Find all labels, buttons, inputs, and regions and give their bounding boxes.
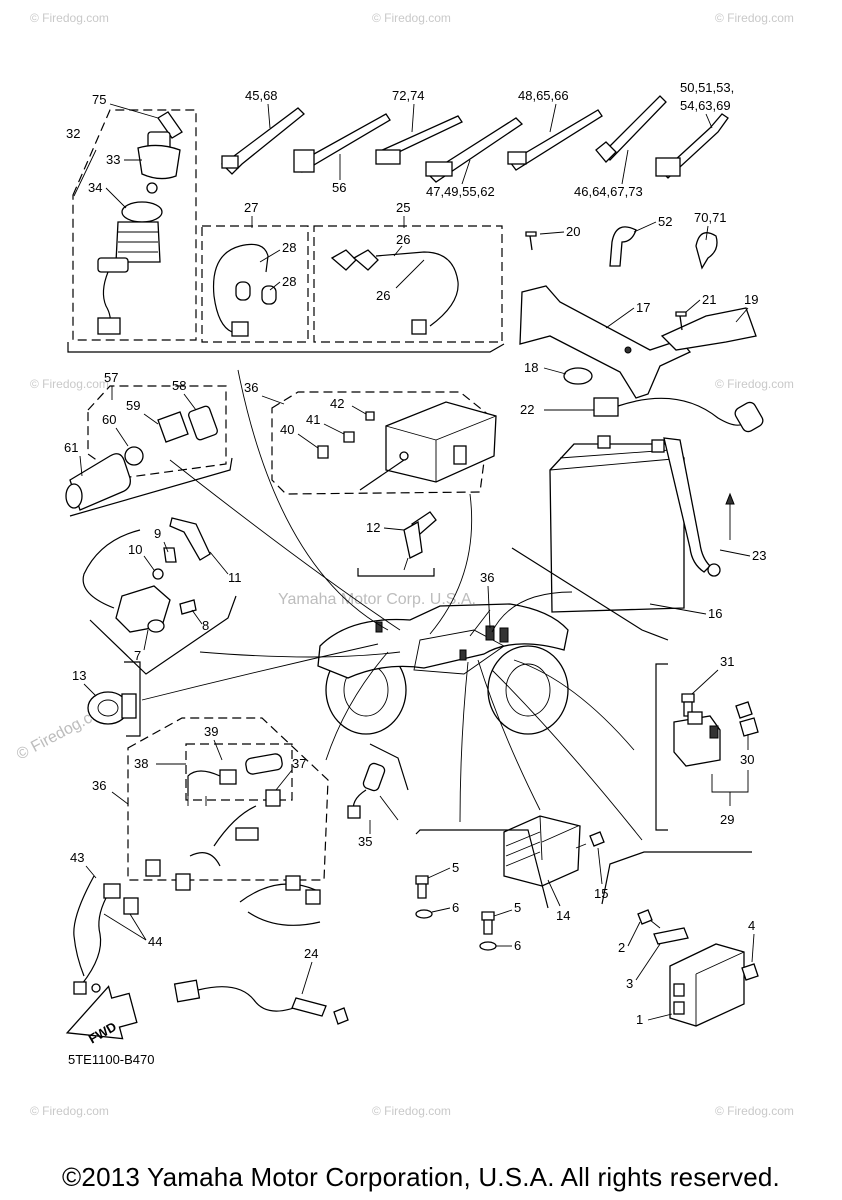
callout-3: 3 [626, 976, 633, 991]
callout-44: 44 [148, 934, 162, 949]
firedog-watermark: © Firedog.com [30, 11, 109, 25]
callout-8: 8 [202, 618, 209, 633]
yamaha-watermark: Yamaha Motor Corp. U.S.A. [278, 591, 476, 608]
callout-28-a: 28 [282, 240, 296, 255]
callout-31: 31 [720, 654, 734, 669]
cdi-unit-group [601, 851, 759, 1027]
callout-27: 27 [244, 200, 258, 215]
firedog-watermark: © Firedog.com [715, 11, 794, 25]
callout-14: 14 [556, 908, 570, 923]
callout-75: 75 [92, 92, 106, 107]
callout-17: 17 [636, 300, 650, 315]
callout-61: 61 [64, 440, 78, 455]
callout-36-a: 36 [244, 380, 258, 395]
callout-9: 9 [154, 526, 161, 541]
spark-plug [403, 511, 437, 571]
main-switch-group [72, 109, 197, 341]
starter-relay-group [655, 663, 759, 831]
callout-43: 43 [70, 850, 84, 865]
callout-33: 33 [106, 152, 120, 167]
atv-illustration [317, 603, 569, 735]
wire-harness-group [127, 717, 329, 891]
callout-29: 29 [720, 812, 734, 827]
callout-45-68: 45,68 [245, 88, 278, 103]
callout-56: 56 [332, 180, 346, 195]
callout-60: 60 [102, 412, 116, 427]
relay-13 [87, 691, 137, 725]
callout-36-c: 36 [92, 778, 106, 793]
callout-10: 10 [128, 542, 142, 557]
callout-24: 24 [304, 946, 318, 961]
copyright-notice: ©2013 Yamaha Motor Corporation, U.S.A. A… [62, 1162, 780, 1192]
callout-11: 11 [228, 570, 242, 585]
callout-6-b: 6 [514, 938, 521, 953]
callout-15: 15 [594, 886, 608, 901]
callout-34: 34 [88, 180, 102, 195]
callout-25: 25 [396, 200, 410, 215]
callout-50-51-53: 50,51,53, [680, 80, 734, 95]
callout-48-65-66: 48,65,66 [518, 88, 569, 103]
callout-38: 38 [134, 756, 148, 771]
callout-42: 42 [330, 396, 344, 411]
sensor-35 [347, 762, 399, 821]
lead-24 [173, 979, 349, 1025]
callout-32: 32 [66, 126, 80, 141]
callout-21: 21 [702, 292, 716, 307]
callout-54-63-69: 54,63,69 [680, 98, 731, 113]
regulator-group [415, 815, 605, 951]
callout-70-71: 70,71 [694, 210, 727, 225]
callout-72-74: 72,74 [392, 88, 425, 103]
callout-52: 52 [658, 214, 672, 229]
callout-37: 37 [292, 756, 306, 771]
battery-group [549, 397, 764, 613]
firedog-watermark: © Firedog.com [715, 1104, 794, 1118]
callout-6-a: 6 [452, 900, 459, 915]
fuse-box-group [271, 391, 497, 495]
battery-bracket-group [519, 226, 757, 399]
callout-22: 22 [520, 402, 534, 417]
harness-subleads-group [201, 225, 503, 343]
callout-36-b: 36 [480, 570, 494, 585]
callout-5-a: 5 [452, 860, 459, 875]
firedog-watermark: © Firedog.com [715, 377, 794, 391]
callout-23: 23 [752, 548, 766, 563]
callout-5-b: 5 [514, 900, 521, 915]
firedog-watermark: © Firedog.com [372, 11, 451, 25]
lead-wires-group [73, 875, 321, 995]
callout-35: 35 [358, 834, 372, 849]
callout-28-b: 28 [282, 274, 296, 289]
callout-1: 1 [636, 1012, 643, 1027]
callout-47-49-55-62: 47,49,55,62 [426, 184, 495, 199]
forward-indicator: FWD [65, 985, 138, 1047]
callout-30: 30 [740, 752, 754, 767]
callout-4: 4 [748, 918, 755, 933]
callout-16: 16 [708, 606, 722, 621]
callout-20: 20 [566, 224, 580, 239]
callout-26-b: 26 [376, 288, 390, 303]
firedog-watermark: © Firedog.com [30, 377, 109, 391]
callout-39: 39 [204, 724, 218, 739]
callout-2: 2 [618, 940, 625, 955]
callout-7: 7 [134, 648, 141, 663]
callout-41: 41 [306, 412, 320, 427]
callout-13: 13 [72, 668, 86, 683]
cable-ties-group [220, 95, 729, 183]
callout-59: 59 [126, 398, 140, 413]
callout-46-64-67-73: 46,64,67,73 [574, 184, 643, 199]
firedog-watermark: © Firedog.com [372, 1104, 451, 1118]
callout-18: 18 [524, 360, 538, 375]
callout-57: 57 [104, 370, 118, 385]
callout-12: 12 [366, 520, 380, 535]
relay-group-57 [65, 385, 227, 511]
callout-26-a: 26 [396, 232, 410, 247]
callout-58: 58 [172, 378, 186, 393]
callout-40: 40 [280, 422, 294, 437]
ignition-coil-group [82, 517, 211, 633]
callout-19: 19 [744, 292, 758, 307]
diagram-code: 5TE1100-B470 [68, 1052, 155, 1067]
firedog-watermark: © Firedog.com [30, 1104, 109, 1118]
